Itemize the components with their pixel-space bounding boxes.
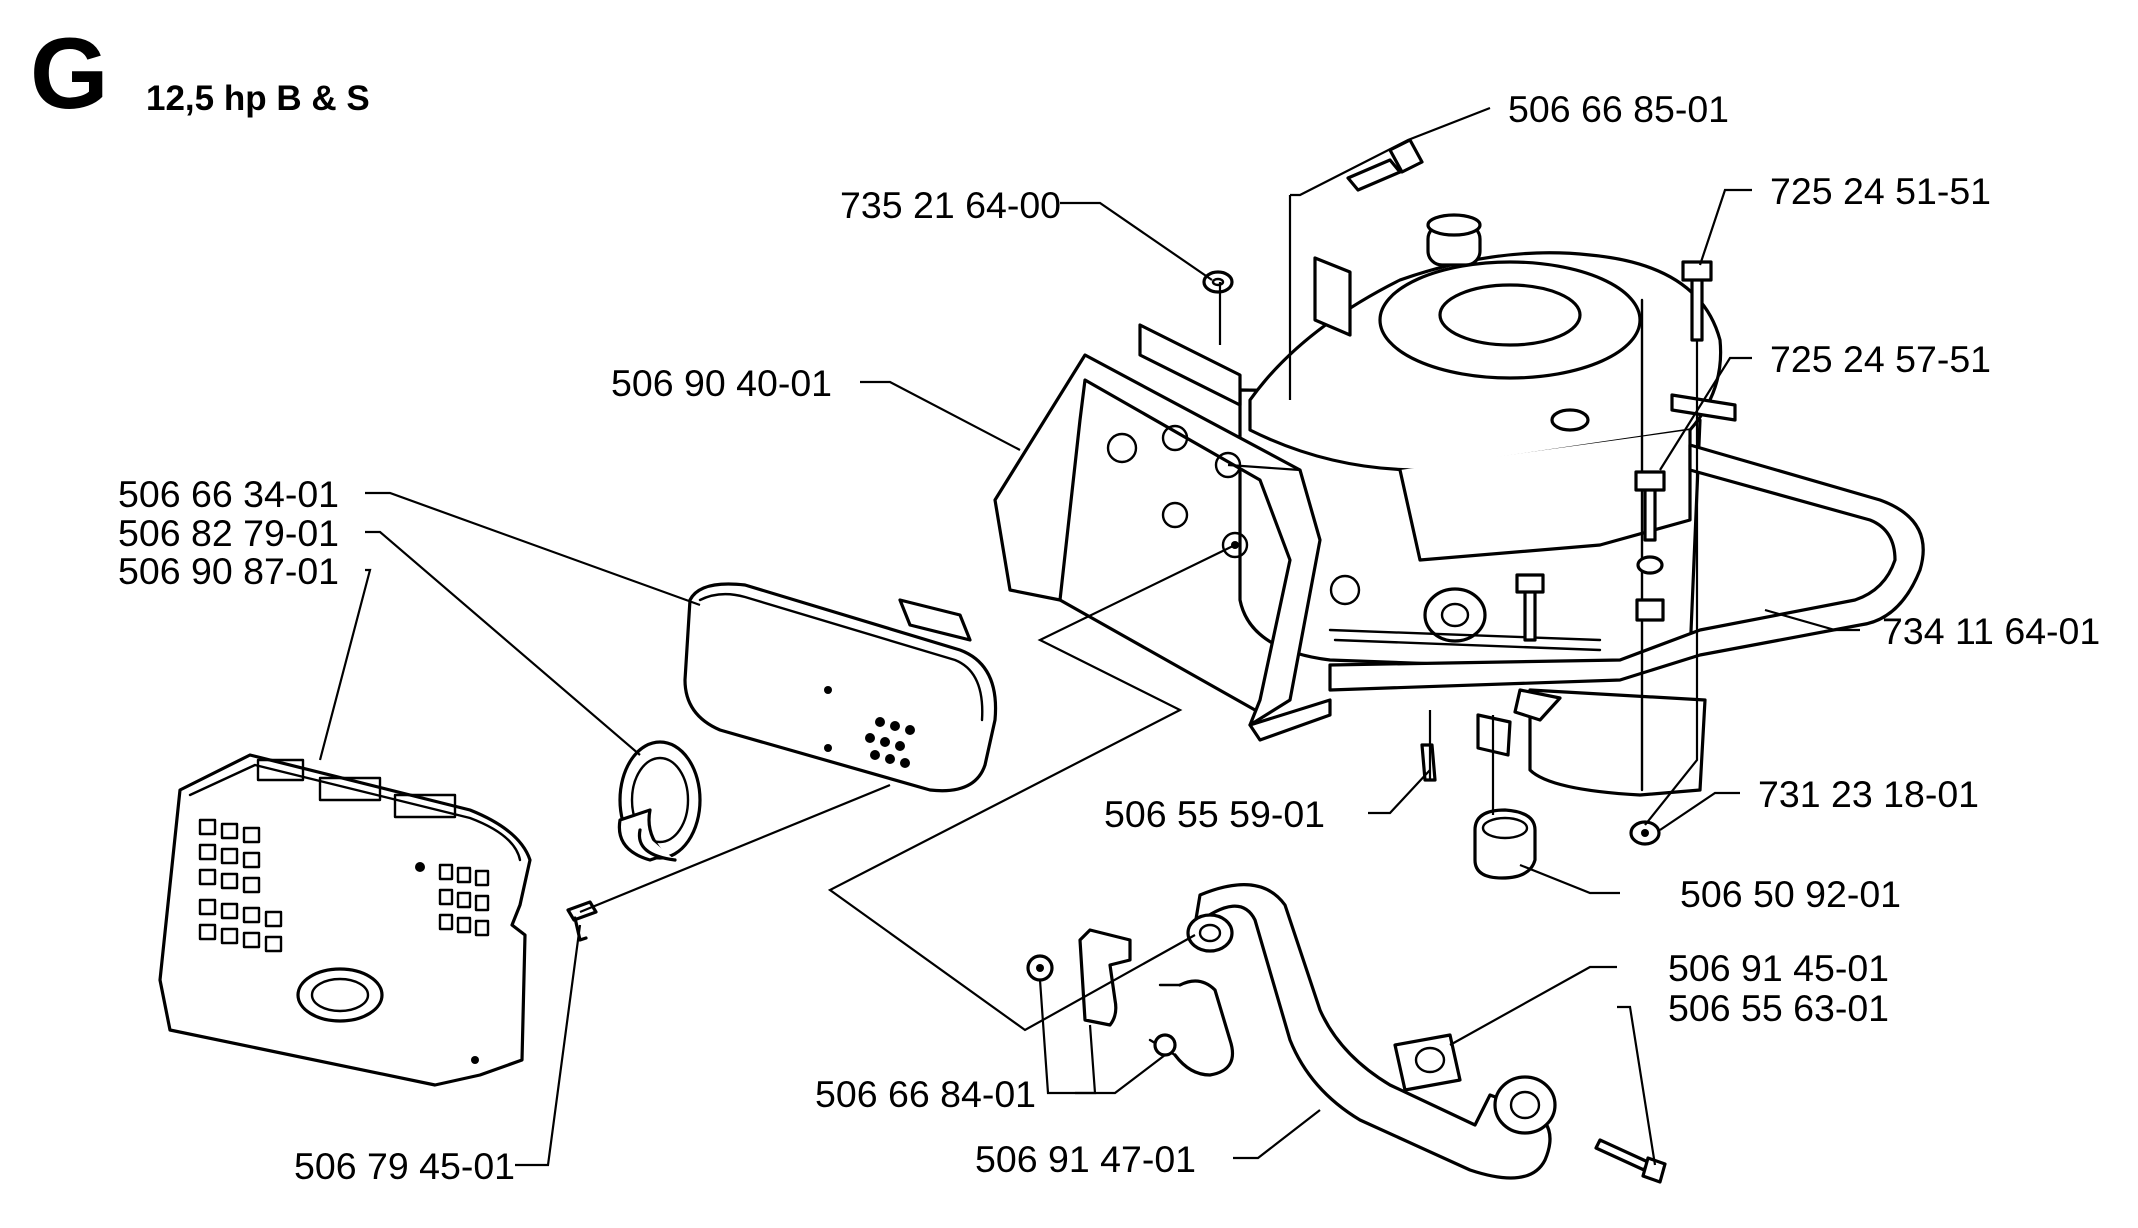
muffler-cover-illustration — [158, 753, 532, 1087]
part-label: 506 66 85-01 — [1508, 88, 1729, 130]
callout-leaders — [318, 106, 1860, 1167]
part-label: 735 21 64-00 — [840, 184, 1061, 226]
part-label: 506 55 63-01 — [1668, 987, 1889, 1029]
exhaust-outlet-illustration — [617, 740, 702, 862]
engine-illustration — [1238, 213, 1723, 797]
pipe-gasket-illustration — [1393, 1033, 1462, 1092]
frame-tube-illustration — [1328, 298, 1925, 792]
part-label: 734 11 64-01 — [1882, 610, 2100, 652]
heat-shield-bracket-illustration — [993, 323, 1332, 742]
part-label: 731 23 18-01 — [1758, 773, 1979, 815]
part-label: 725 24 51-51 — [1770, 170, 1991, 212]
part-label: 506 90 87-01 — [118, 550, 339, 592]
part-labels: 506 66 85-01 735 21 64-00 725 24 51-51 7… — [118, 88, 2100, 1187]
part-label: 506 91 47-01 — [975, 1138, 1196, 1180]
muffler-illustration — [683, 582, 998, 793]
section-letter: G — [30, 18, 109, 130]
part-label: 506 90 40-01 — [611, 362, 832, 404]
exhaust-pipe-illustration — [1186, 883, 1557, 1180]
part-label: 506 66 84-01 — [815, 1073, 1036, 1115]
fasteners-illustration — [566, 138, 1713, 1184]
part-label: 725 24 57-51 — [1770, 338, 1991, 380]
part-label: 506 79 45-01 — [294, 1145, 515, 1187]
diagram-subtitle: 12,5 hp B & S — [146, 79, 370, 118]
part-label: 506 82 79-01 — [118, 512, 339, 554]
part-label: 506 91 45-01 — [1668, 947, 1889, 989]
assembly-center-lines — [579, 195, 1699, 1032]
part-label: 506 55 59-01 — [1104, 793, 1325, 835]
part-label: 506 66 34-01 — [118, 473, 339, 515]
clamp-illustration — [1026, 928, 1235, 1077]
part-label: 506 50 92-01 — [1680, 873, 1901, 915]
